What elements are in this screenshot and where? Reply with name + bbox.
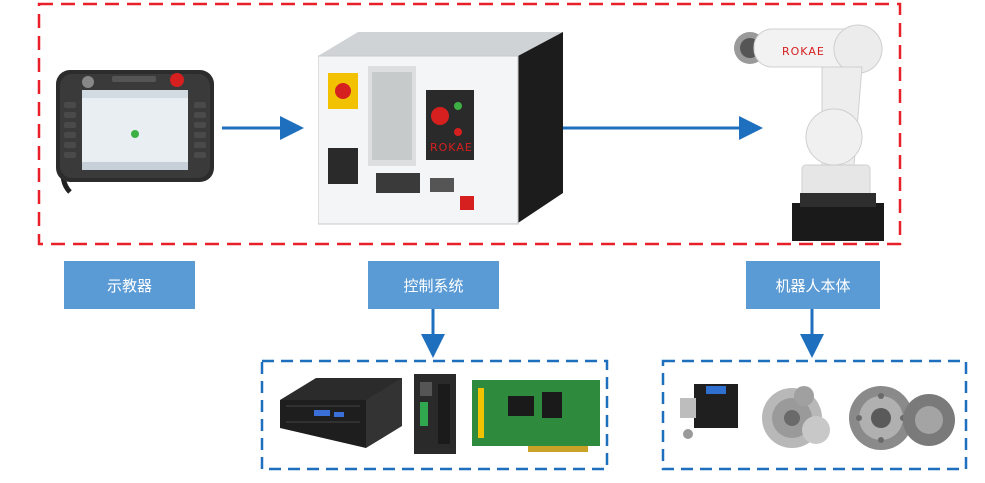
robot-components-frame [661, 359, 968, 471]
label-robot-body: 机器人本体 [746, 261, 880, 309]
harmonic-drive-image [849, 386, 955, 450]
servo-motor-image [680, 384, 738, 439]
servo-driver-image [414, 374, 456, 454]
label-control-system: 控制系统 [368, 261, 499, 309]
motion-control-card-image [472, 380, 600, 452]
controller-cabinet-image: ROKAE [318, 32, 563, 225]
control-components-frame [260, 359, 609, 471]
robot-brand-text: ROKAE [782, 45, 825, 58]
industrial-pc-image [280, 378, 402, 448]
gear-reducer-image [762, 386, 830, 448]
label-teach-pendant: 示教器 [64, 261, 195, 309]
teach-pendant-image [56, 70, 214, 194]
cabinet-brand-text: ROKAE [430, 141, 473, 154]
robot-arm-image: ROKAE [734, 24, 884, 241]
